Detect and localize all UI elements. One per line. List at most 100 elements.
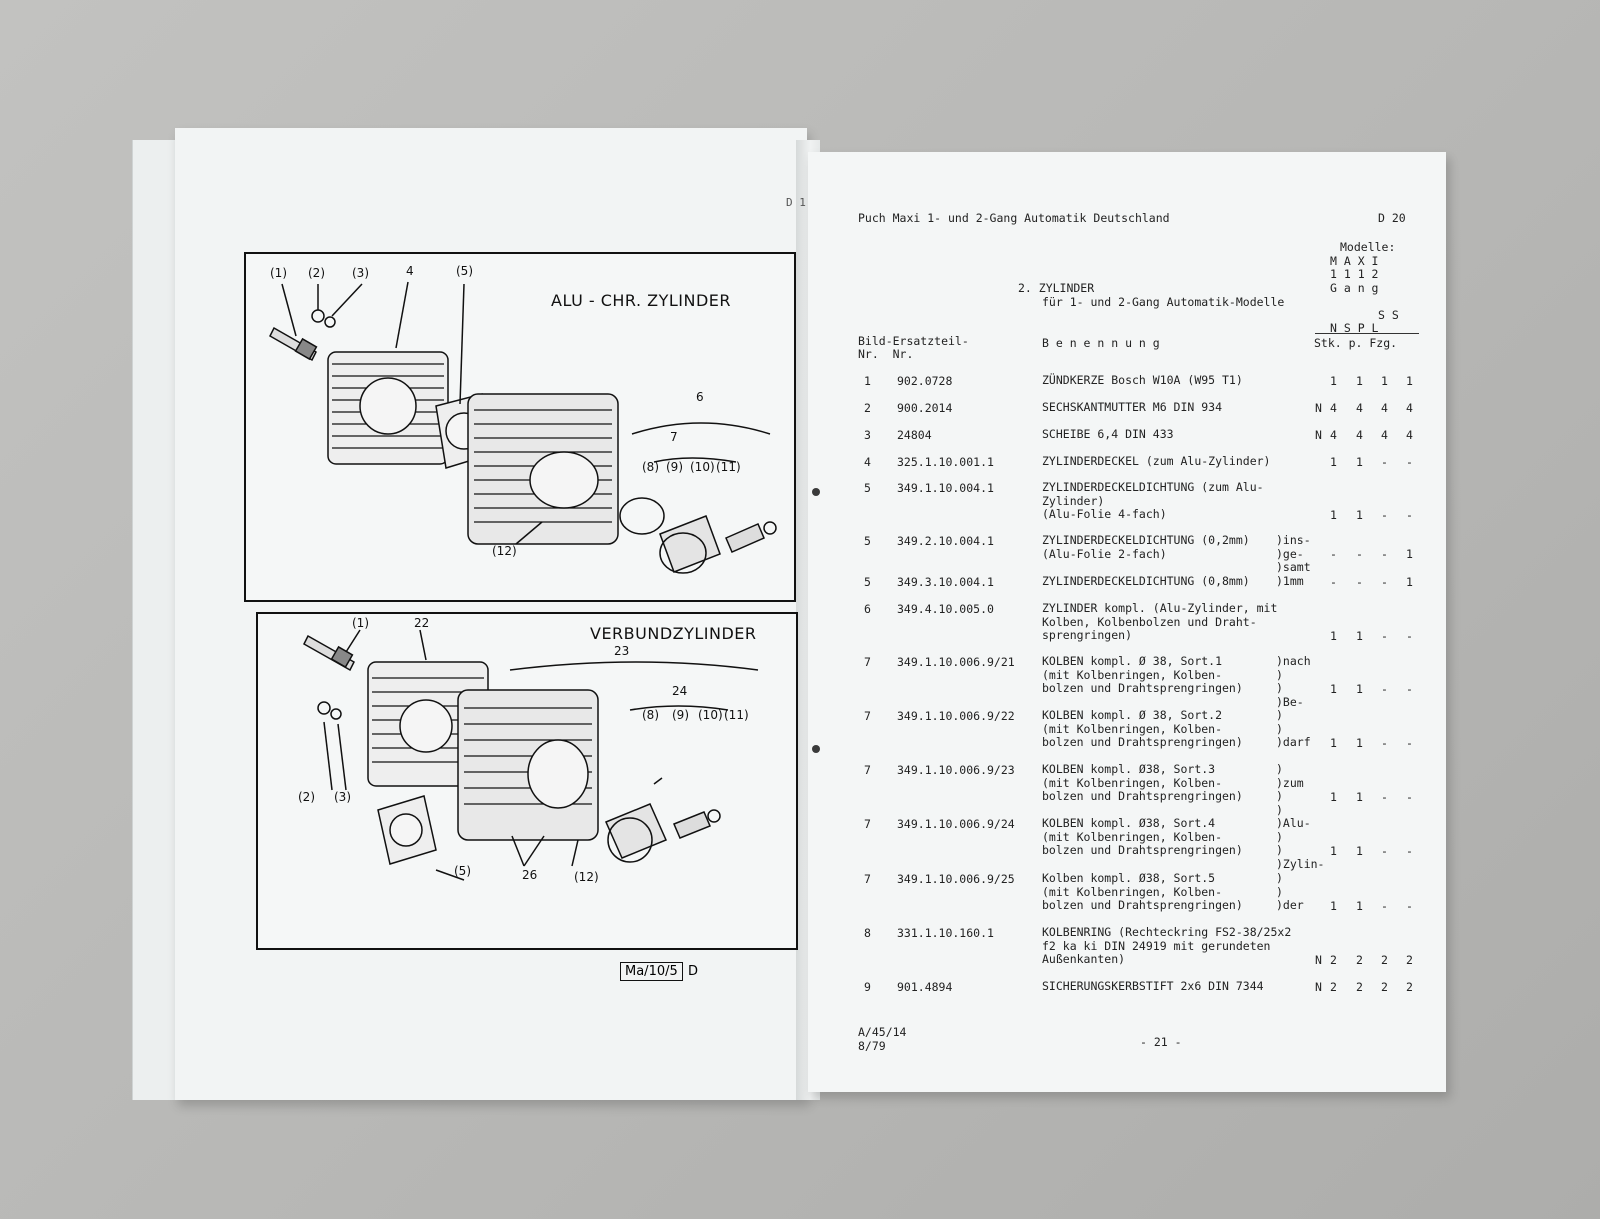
page-corner-mark: D 1 bbox=[786, 196, 806, 209]
callout-label: 26 bbox=[522, 868, 538, 882]
table-cell-n-flag: N bbox=[1315, 401, 1322, 415]
table-cell-description: KOLBEN kompl. Ø38, Sort.3 (mit Kolbenrin… bbox=[1042, 762, 1243, 803]
table-cell-n-flag: N bbox=[1315, 953, 1322, 967]
callout-label: (1) bbox=[352, 616, 369, 630]
table-cell-bild: 7 bbox=[864, 655, 871, 669]
callout-label: (12) bbox=[492, 544, 517, 558]
table-cell-quantity: 1 bbox=[1330, 736, 1337, 750]
table-cell-quantity: 4 bbox=[1330, 401, 1337, 415]
table-cell-note: )1mm bbox=[1276, 574, 1304, 588]
callout-label: 6 bbox=[696, 390, 704, 404]
table-cell-quantity: 2 bbox=[1330, 953, 1337, 967]
table-cell-part-number: 902.0728 bbox=[897, 374, 953, 388]
callout-label: (9) bbox=[672, 708, 689, 722]
table-cell-quantity: 1 bbox=[1330, 374, 1337, 388]
table-cell-quantity: 1 bbox=[1356, 899, 1363, 913]
table-cell-note: ) ) )der bbox=[1276, 871, 1304, 912]
table-cell-description: ZYLINDER kompl. (Alu-Zylinder, mit Kolbe… bbox=[1042, 601, 1278, 642]
callout-label: (5) bbox=[454, 864, 471, 878]
table-cell-bild: 6 bbox=[864, 602, 871, 616]
figure-reference-suffix: D bbox=[688, 964, 699, 979]
table-cell-part-number: 349.1.10.006.9/23 bbox=[897, 763, 1015, 777]
table-cell-quantity: - bbox=[1381, 629, 1388, 643]
section-title: 2. ZYLINDER bbox=[1018, 281, 1095, 295]
table-cell-quantity: - bbox=[1381, 736, 1388, 750]
table-cell-quantity: 2 bbox=[1330, 980, 1337, 994]
table-cell-part-number: 331.1.10.160.1 bbox=[897, 926, 994, 940]
table-cell-bild: 5 bbox=[864, 481, 871, 495]
table-cell-quantity: 2 bbox=[1406, 980, 1413, 994]
callout-label: 23 bbox=[614, 644, 630, 658]
table-cell-part-number: 349.1.10.006.9/22 bbox=[897, 709, 1015, 723]
table-cell-quantity: 4 bbox=[1406, 428, 1413, 442]
table-cell-quantity: - bbox=[1406, 844, 1413, 858]
diagram-title: ALU - CHR. ZYLINDER bbox=[551, 291, 732, 310]
table-cell-quantity: 1 bbox=[1381, 374, 1388, 388]
models-row: S S bbox=[1378, 308, 1399, 322]
table-cell-note: )nach ) ) )Be- bbox=[1276, 654, 1311, 709]
exploded-cylinder-drawing bbox=[303, 629, 759, 881]
callout-label: (8) bbox=[642, 460, 659, 474]
table-cell-bild: 1 bbox=[864, 374, 871, 388]
table-cell-description: KOLBENRING (Rechteckring FS2-38/25x2 f2 … bbox=[1042, 925, 1292, 966]
column-header-nr: Nr. Nr. bbox=[858, 347, 914, 361]
callout-label: (11) bbox=[716, 460, 741, 474]
callout-label: (2) bbox=[298, 790, 315, 804]
table-cell-description: Kolben kompl. Ø38, Sort.5 (mit Kolbenrin… bbox=[1042, 871, 1243, 912]
table-cell-quantity: 4 bbox=[1356, 401, 1363, 415]
table-cell-quantity: 1 bbox=[1356, 455, 1363, 469]
table-cell-quantity: - bbox=[1381, 899, 1388, 913]
table-cell-quantity: - bbox=[1381, 575, 1388, 589]
table-cell-description: SICHERUNGSKERBSTIFT 2x6 DIN 7344 bbox=[1042, 979, 1264, 993]
table-cell-description: KOLBEN kompl. Ø38, Sort.4 (mit Kolbenrin… bbox=[1042, 816, 1243, 857]
table-cell-bild: 7 bbox=[864, 817, 871, 831]
callout-label: (5) bbox=[456, 264, 473, 278]
table-cell-quantity: - bbox=[1406, 790, 1413, 804]
table-cell-quantity: - bbox=[1406, 508, 1413, 522]
table-cell-part-number: 349.3.10.004.1 bbox=[897, 575, 994, 589]
footer-code: A/45/14 8/79 bbox=[858, 1025, 907, 1053]
table-cell-bild: 3 bbox=[864, 428, 871, 442]
binding-hole bbox=[812, 488, 820, 496]
table-cell-part-number: 349.1.10.006.9/25 bbox=[897, 872, 1015, 886]
table-cell-quantity: 4 bbox=[1381, 401, 1388, 415]
table-cell-quantity: 2 bbox=[1406, 953, 1413, 967]
callout-label: (10) bbox=[690, 460, 715, 474]
table-cell-bild: 4 bbox=[864, 455, 871, 469]
table-cell-quantity: 4 bbox=[1330, 428, 1337, 442]
table-cell-quantity: 2 bbox=[1356, 980, 1363, 994]
table-cell-description: ZYLINDERDECKELDICHTUNG (zum Alu- Zylinde… bbox=[1042, 480, 1264, 521]
binding-hole bbox=[812, 745, 820, 753]
table-cell-quantity: - bbox=[1406, 736, 1413, 750]
table-cell-quantity: 1 bbox=[1330, 790, 1337, 804]
page-number-header: D 20 bbox=[1378, 211, 1406, 225]
diagram-alu-cylinder: ALU - CHR. ZYLINDER bbox=[244, 252, 796, 602]
table-cell-quantity: 1 bbox=[1356, 844, 1363, 858]
table-cell-quantity: - bbox=[1406, 629, 1413, 643]
table-cell-bild: 8 bbox=[864, 926, 871, 940]
table-cell-part-number: 349.1.10.004.1 bbox=[897, 481, 994, 495]
callout-label: 7 bbox=[670, 430, 678, 444]
callout-label: (1) bbox=[270, 266, 287, 280]
table-cell-description: ZYLINDERDECKEL (zum Alu-Zylinder) bbox=[1042, 454, 1271, 468]
table-cell-bild: 5 bbox=[864, 534, 871, 548]
table-cell-quantity: 1 bbox=[1406, 575, 1413, 589]
callout-label: (9) bbox=[666, 460, 683, 474]
table-cell-quantity: 1 bbox=[1330, 629, 1337, 643]
diagram-title: VERBUNDZYLINDER bbox=[590, 624, 757, 643]
table-cell-quantity: - bbox=[1381, 508, 1388, 522]
table-cell-quantity: - bbox=[1381, 455, 1388, 469]
table-cell-part-number: 349.1.10.006.9/24 bbox=[897, 817, 1015, 831]
table-cell-description: ZYLINDERDECKELDICHTUNG (0,8mm) bbox=[1042, 574, 1250, 588]
table-cell-quantity: - bbox=[1381, 790, 1388, 804]
callout-label: (8) bbox=[642, 708, 659, 722]
models-label: Modelle: bbox=[1340, 240, 1396, 254]
table-cell-quantity: 1 bbox=[1330, 455, 1337, 469]
exploded-cylinder-drawing bbox=[269, 281, 777, 574]
table-cell-quantity: 4 bbox=[1356, 428, 1363, 442]
section-subtitle: für 1- und 2-Gang Automatik-Modelle bbox=[1042, 295, 1285, 309]
table-cell-quantity: 4 bbox=[1381, 428, 1388, 442]
right-page bbox=[808, 152, 1446, 1092]
table-cell-description: SECHSKANTMUTTER M6 DIN 934 bbox=[1042, 400, 1223, 414]
table-cell-bild: 7 bbox=[864, 872, 871, 886]
